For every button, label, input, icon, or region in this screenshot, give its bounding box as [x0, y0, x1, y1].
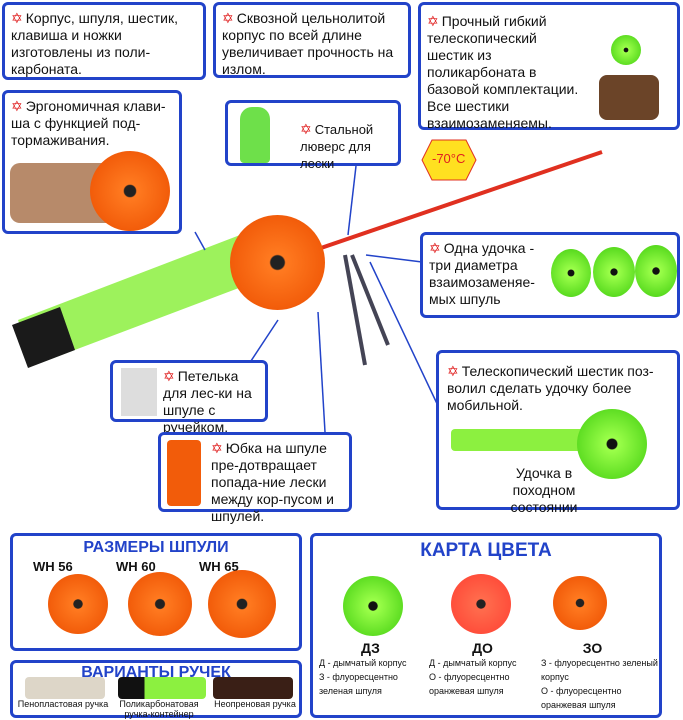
callout-body: ✡Сквозной цельнолитой корпус по всей дли…: [213, 2, 411, 78]
star-icon: ✡: [11, 98, 23, 114]
text-label: Одна удочка - три диаметра взаимозаменяе…: [429, 240, 535, 307]
spool-sizes-panel: РАЗМЕРЫ ШПУЛИ WH 56 WH 60 WH 65: [10, 533, 302, 651]
callout-telescopic: ✡Телескопический шестик поз-волил сделат…: [436, 350, 680, 515]
star-icon: ✡: [222, 10, 234, 26]
callout-loop: ✡Петелька для лес-ки на шпуле с ручейком…: [110, 360, 268, 435]
text-label: Удочка в походном состоянии: [510, 465, 578, 515]
text-label: О - флуоресцентно оранжевая шпуля: [541, 686, 622, 710]
rod-photo: [611, 35, 641, 65]
callout-key: ✡Эргономичная клави-ша с функцией под-то…: [2, 90, 182, 234]
callout-rod: ✡Прочный гибкий телескопический шестик и…: [418, 2, 680, 131]
color-map-panel: КАРТА ЦВЕТА ДЗ ДО ЗО Д - дымчатый корпус…: [310, 533, 662, 718]
text-label: Юбка на шпуле пре-дотвращает попада-ние …: [211, 440, 334, 524]
handle-cap: [12, 307, 75, 368]
key-photo: [90, 151, 170, 231]
text-label: Эргономичная клави-ша с функцией под-тор…: [11, 98, 166, 148]
text-label: Стальной люверс для лески: [300, 122, 374, 171]
text-label: ЗО: [582, 640, 603, 656]
star-icon: ✡: [429, 240, 441, 256]
text-label: Д - дымчатый корпус: [319, 658, 407, 668]
text-label: Петелька для лес-ки на шпуле с ручейком.: [163, 368, 252, 435]
star-icon: ✡: [300, 121, 312, 137]
callout-skirt: ✡Юбка на шпуле пре-дотвращает попада-ние…: [158, 432, 352, 524]
text-label: Поликарбонатовая ручка-контейнер: [119, 699, 199, 719]
callout-eyelet: ✡Стальной люверс для лески: [225, 100, 401, 171]
callout-material: ✡Корпус, шпуля, шестик, клавиша и ножки …: [2, 2, 206, 80]
green-handle: [18, 235, 260, 365]
hands-photo: [599, 75, 659, 120]
text-label: ДО: [472, 640, 493, 656]
star-icon: ✡: [163, 368, 175, 384]
text-label: З - флуоресцентно зеленая шпуля: [319, 672, 398, 696]
star-icon: ✡: [427, 13, 439, 29]
text-label: Телескопический шестик поз-волил сделать…: [447, 363, 654, 413]
text-label: З - флуоресцентно зеленый корпус: [541, 658, 658, 682]
text-label: Неопреновая ручка: [214, 699, 296, 709]
text-label: О - флуоресцентно оранжевая шпуля: [429, 672, 510, 696]
spool-sizes-title: РАЗМЕРЫ ШПУЛИ: [83, 539, 229, 556]
text-label: Сквозной цельнолитой корпус по всей длин…: [222, 10, 394, 77]
size-label: WH 60: [116, 559, 156, 574]
callout-spools: ✡Одна удочка - три диаметра взаимозаменя…: [420, 232, 680, 318]
handles-panel: ВАРИАНТЫ РУЧЕК Пенопластовая ручка Полик…: [10, 660, 302, 719]
text-label: Пенопластовая ручка: [17, 699, 109, 709]
star-icon: ✡: [211, 440, 223, 456]
text-label: Прочный гибкий телескопический шестик из…: [427, 13, 579, 131]
text-label: Корпус, шпуля, шестик, клавиша и ножки и…: [11, 10, 178, 77]
size-label: WH 56: [33, 559, 73, 574]
handles-title: ВАРИАНТЫ РУЧЕК: [81, 664, 231, 681]
eyelet-photo: [240, 107, 270, 163]
temp-badge-shape: [421, 139, 477, 181]
text-label: ДЗ: [361, 640, 380, 656]
star-icon: ✡: [11, 10, 23, 26]
text-label: Д - дымчатый корпус: [429, 658, 517, 668]
size-label: WH 65: [199, 559, 239, 574]
star-icon: ✡: [447, 363, 459, 379]
reel-image: [230, 215, 325, 310]
red-rod: [279, 150, 603, 264]
temp-badge: -70°C: [432, 151, 466, 166]
color-map-title: КАРТА ЦВЕТА: [420, 540, 552, 561]
